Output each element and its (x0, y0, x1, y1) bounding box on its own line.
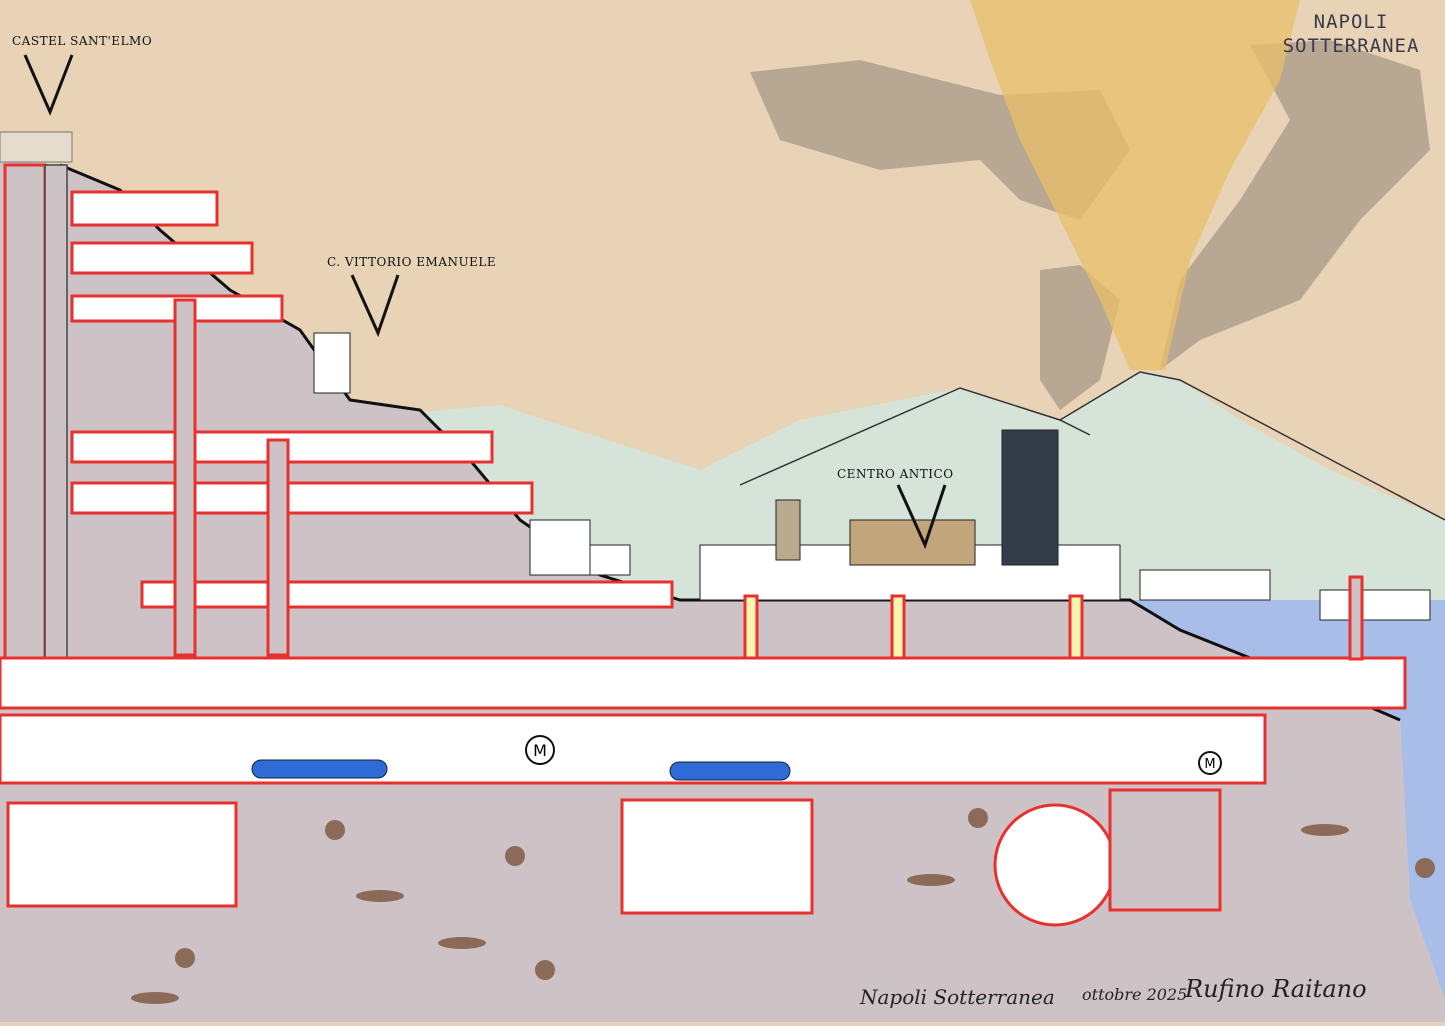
archaeological-finds (131, 808, 1435, 1004)
metro-trains (251, 759, 791, 781)
volcano-smoke (750, 0, 1430, 410)
signature-title: Napoli Sotterranea (860, 985, 1055, 1009)
ground (0, 160, 1445, 1022)
underground-structures (0, 163, 1407, 927)
vesuvius-hills (420, 372, 1445, 600)
signature-author: Rufino Raitano (1185, 975, 1367, 1003)
building (313, 332, 351, 394)
metro-train (669, 761, 791, 781)
drawing-title: NAPOLI SOTTERRANEA (1270, 10, 1432, 58)
castel-sant-elmo (0, 131, 73, 163)
label-centro-antico: CENTRO ANTICO (837, 467, 954, 481)
metro-sign (525, 735, 1222, 775)
metro-sign-label: M (533, 741, 547, 760)
signature-date: ottobre 2025 (1082, 985, 1188, 1004)
title-line-2: SOTTERRANEA (1282, 35, 1420, 57)
metro-sign-label: M (1204, 757, 1215, 772)
metro-train (251, 759, 388, 779)
label-vittorio-emanuele: C. VITTORIO EMANUELE (327, 255, 497, 269)
label-castel-sant-elmo: CASTEL SANT'ELMO (12, 34, 153, 48)
title-line-1: NAPOLI (1313, 11, 1389, 33)
label-pointers (23, 54, 947, 550)
city-skyline (529, 429, 1431, 621)
